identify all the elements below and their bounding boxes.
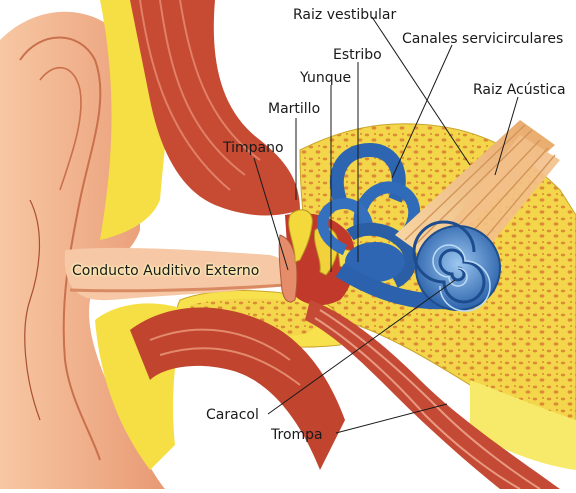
label-yunque: Yunque — [300, 70, 351, 86]
label-raiz-vestibular: Raiz vestibular — [293, 7, 396, 23]
label-conducto-auditivo-externo: Conducto Auditivo Externo — [72, 263, 259, 279]
label-estribo: Estribo — [333, 47, 382, 63]
label-martillo: Martillo — [268, 101, 320, 117]
label-caracol: Caracol — [206, 407, 259, 423]
label-raiz-acustica: Raiz Acústica — [473, 82, 566, 98]
label-canales-servicirculares: Canales servicirculares — [402, 31, 563, 47]
label-timpano: Timpano — [223, 140, 284, 156]
label-trompa: Trompa — [271, 427, 323, 443]
